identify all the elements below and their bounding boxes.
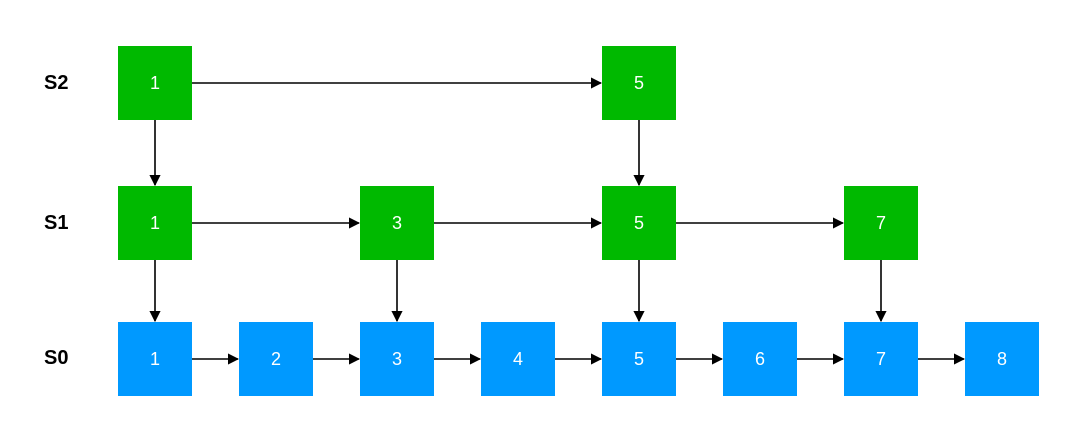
node-s0-4: 4 [481,322,555,396]
node-s0-3: 3 [360,322,434,396]
node-value: 5 [634,349,644,369]
node-box [602,322,676,396]
node-value: 3 [392,349,402,369]
node-value: 1 [150,73,160,93]
node-s1-5: 5 [602,186,676,260]
node-s0-6: 6 [723,322,797,396]
node-box [360,322,434,396]
node-box [118,46,192,120]
node-box [481,322,555,396]
node-s0-7: 7 [844,322,918,396]
node-value: 1 [150,213,160,233]
node-value: 8 [997,349,1007,369]
node-box [118,186,192,260]
node-s0-2: 2 [239,322,313,396]
node-s1-1: 1 [118,186,192,260]
node-s1-7: 7 [844,186,918,260]
node-box [602,46,676,120]
node-box [965,322,1039,396]
node-value: 6 [755,349,765,369]
level-label-s2: S2 [44,72,68,94]
level-label-s1: S1 [44,212,68,234]
node-s2-5: 5 [602,46,676,120]
node-s0-8: 8 [965,322,1039,396]
node-s1-3: 3 [360,186,434,260]
node-value: 5 [634,213,644,233]
node-value: 3 [392,213,402,233]
level-label-s0: S0 [44,347,68,369]
node-s0-5: 5 [602,322,676,396]
node-value: 1 [150,349,160,369]
level-labels: S2 S1 S0 [44,72,68,369]
node-value: 2 [271,349,281,369]
node-box [239,322,313,396]
node-s0-1: 1 [118,322,192,396]
node-box [844,186,918,260]
node-s2-1: 1 [118,46,192,120]
node-value: 5 [634,73,644,93]
node-box [118,322,192,396]
node-box [602,186,676,260]
node-box [723,322,797,396]
pointer-arrows [149,77,966,365]
node-box [844,322,918,396]
list-nodes: 1 5 1 3 5 7 1 2 3 4 5 6 7 8 [118,46,1039,396]
node-value: 4 [513,349,523,369]
node-value: 7 [876,213,886,233]
node-box [360,186,434,260]
node-value: 7 [876,349,886,369]
